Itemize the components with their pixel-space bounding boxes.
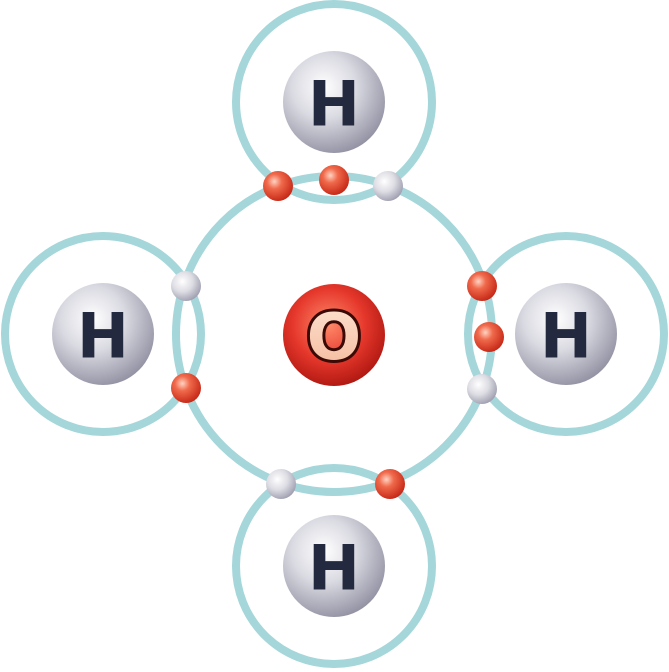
atom-symbol: H bbox=[540, 300, 592, 373]
left-shell bbox=[1, 232, 205, 436]
red-electron bbox=[171, 373, 201, 403]
atom-right: H bbox=[515, 283, 617, 385]
hydrogen-core bbox=[515, 283, 617, 385]
atom-center: O bbox=[283, 284, 385, 386]
red-electron bbox=[375, 469, 405, 499]
red-electron bbox=[263, 171, 293, 201]
electrons bbox=[171, 165, 504, 499]
atom-symbol: H bbox=[77, 300, 129, 373]
red-electron bbox=[474, 322, 504, 352]
atom-left: H bbox=[52, 283, 154, 385]
oxygen-core bbox=[283, 284, 385, 386]
atom-bottom: H bbox=[283, 515, 385, 617]
hydrogen-core bbox=[283, 515, 385, 617]
top-shell bbox=[232, 0, 436, 204]
atom-symbol: H bbox=[308, 532, 360, 605]
grey-electron bbox=[373, 171, 403, 201]
atom-top: H bbox=[283, 51, 385, 153]
right-shell bbox=[464, 232, 668, 436]
atom-symbol: H bbox=[308, 68, 360, 141]
atom-symbol: O bbox=[307, 301, 361, 375]
grey-electron bbox=[171, 271, 201, 301]
red-electron bbox=[319, 165, 349, 195]
red-electron bbox=[467, 271, 497, 301]
grey-electron bbox=[266, 469, 296, 499]
hydrogen-core bbox=[52, 283, 154, 385]
hydrogen-core bbox=[283, 51, 385, 153]
grey-electron bbox=[467, 374, 497, 404]
bottom-shell bbox=[232, 464, 436, 668]
